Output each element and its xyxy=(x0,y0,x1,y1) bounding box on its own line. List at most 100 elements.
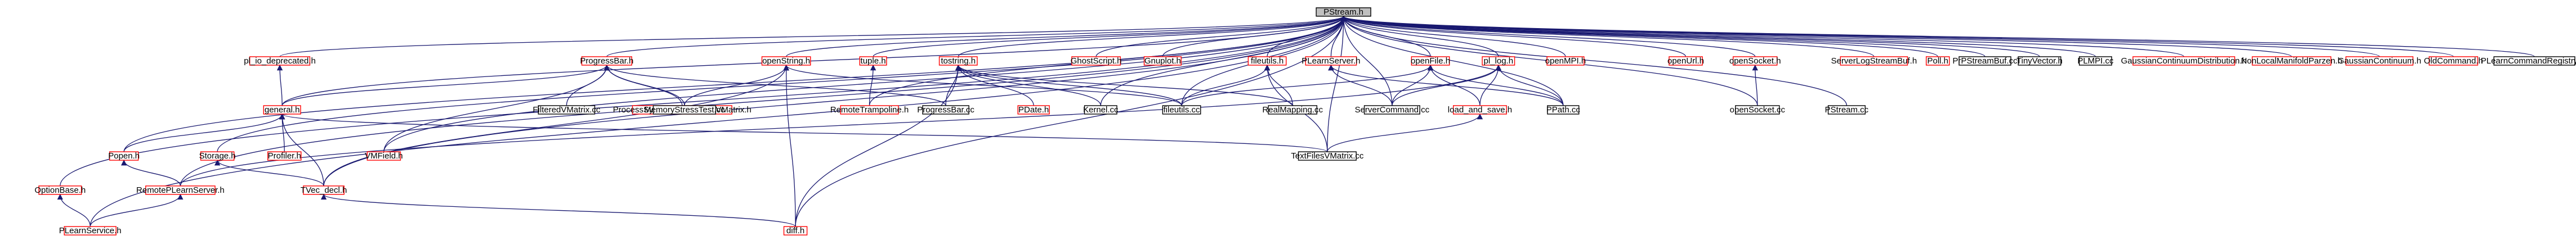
edge-GhostScript_h-to-root xyxy=(1095,15,1347,57)
node-filteredvmatrix-cc[interactable]: FilteredVMatrix.cc xyxy=(533,105,601,115)
node-label: Profiler.h xyxy=(268,151,301,161)
node-box xyxy=(1017,105,1050,115)
node-plmpi-cc[interactable]: PLMPI.cc xyxy=(2077,56,2114,66)
node-load-and-save-h[interactable]: load_and_save.h xyxy=(1448,105,1512,115)
node-box xyxy=(840,105,899,115)
node-label: Storage.h xyxy=(199,151,236,161)
node-box xyxy=(263,105,301,115)
edge-ServerLogStreamBuf_h-to-root xyxy=(1340,15,1875,57)
node-ppath-cc[interactable]: PPath.cc xyxy=(1546,105,1581,115)
node-pl-io-deprecated[interactable]: pl_io_deprecated.h xyxy=(244,56,316,66)
node-gaussiancontinuum-h[interactable]: GaussianContinuum.h xyxy=(2338,56,2421,66)
node-diff-h[interactable]: diff.h xyxy=(783,226,808,236)
edge-PPath_cc-to-root xyxy=(1340,15,1564,106)
node-box xyxy=(1958,56,2011,66)
node-label: RemoteTrampoline.h xyxy=(830,105,909,115)
node-prpstreambuf-cc[interactable]: PrPStreamBuf.cc xyxy=(1953,56,2018,66)
node-popen-h[interactable]: Popen.h xyxy=(108,151,140,161)
edge-PLearnService_h-to-RemotePLearnServer_h xyxy=(90,193,184,227)
edge-PStream_cc-to-root xyxy=(1340,15,1848,106)
node-pl-log-h[interactable]: pl_log.h xyxy=(1482,56,1515,66)
node-pstream-cc[interactable]: PStream.cc xyxy=(1825,105,1869,115)
edge-openMPI_h-to-root xyxy=(1340,15,1566,57)
node-box xyxy=(1316,7,1371,17)
edge-openSocket_h-to-root xyxy=(1340,15,1756,57)
edge-diff_h-to-tostring_h xyxy=(795,64,961,227)
node-servercommand-cc[interactable]: ServerCommand.cc xyxy=(1355,105,1430,115)
node-progressbar-cc[interactable]: ProgressBar.cc xyxy=(917,105,974,115)
node-box xyxy=(2429,56,2479,66)
node-serverlogstreambuf-h[interactable]: ServerLogStreamBuf.h xyxy=(1831,56,1917,66)
node-label: TVec_decl.h xyxy=(301,185,347,195)
edge-load_and_save_h-to-openFile_h xyxy=(1427,64,1481,106)
edge-RemoteTrampoline_h-to-tuple_h xyxy=(869,64,876,106)
node-box xyxy=(2132,56,2235,66)
node-tuple-h[interactable]: tuple.h xyxy=(859,56,887,66)
node-tostring-h[interactable]: tostring.h xyxy=(938,56,978,66)
node-optionbase-h[interactable]: OptionBase.h xyxy=(34,185,86,195)
node-label: OptionBase.h xyxy=(34,185,86,195)
node-vmfield-h[interactable]: VMField.h xyxy=(365,151,403,161)
node-textfilesvmatrix-cc[interactable]: TextFilesVMatrix.cc xyxy=(1291,151,1364,161)
edge-fileutils_cc-to-openString_h xyxy=(783,64,1182,106)
node-memorystresstest-cc[interactable]: MemoryStressTest.cc xyxy=(644,105,725,115)
edge-GaussianContinuumDistribution_h-to-root xyxy=(1340,15,2184,57)
node-box xyxy=(2252,56,2332,66)
node-box xyxy=(1071,56,1121,66)
edge-PPath_cc-to-pl_log_h xyxy=(1495,64,1564,106)
node-box xyxy=(761,56,811,66)
node-kernel-cc[interactable]: Kernel.cc xyxy=(1083,105,1119,115)
node-label: diff.h xyxy=(786,226,804,236)
node-box xyxy=(922,105,969,115)
node-opensocket-h[interactable]: openSocket.h xyxy=(1729,56,1781,66)
node-plearnserver-h[interactable]: PLearnServer.h xyxy=(1302,56,1360,66)
node-tinyvector-h[interactable]: TinyVector.h xyxy=(2016,56,2063,66)
node-nonlocalmanifoldparzen-h[interactable]: NonLocalManifoldParzen.h xyxy=(2241,56,2342,66)
node-box xyxy=(652,105,717,115)
node-box xyxy=(366,151,401,161)
node-poll-h[interactable]: Poll.h xyxy=(1926,56,1950,66)
node-fileutils-cc[interactable]: fileutils.cc xyxy=(1162,105,1201,115)
node-fileutils-h[interactable]: fileutils.h xyxy=(1247,56,1287,66)
node-storage-h[interactable]: Storage.h xyxy=(199,151,236,161)
node-box xyxy=(1305,56,1357,66)
edge-diff_h-to-root xyxy=(795,15,1347,227)
node-label: PStream.h xyxy=(1323,7,1363,17)
edge-diff_h-to-openString_h xyxy=(783,64,796,227)
node-openstring-h[interactable]: openString.h xyxy=(761,56,811,66)
node-tvec-decl-h[interactable]: TVec_decl.h xyxy=(301,185,347,195)
node-openmpi-h[interactable]: openMPI.h xyxy=(1545,56,1586,66)
node-label: openSocket.h xyxy=(1729,56,1781,66)
node-opensocket-cc[interactable]: openSocket.cc xyxy=(1730,105,1786,115)
node-gaussiancontinuumdistribution-h[interactable]: GaussianContinuumDistribution.h xyxy=(2121,56,2247,66)
node-openurl-h[interactable]: openUrl.h xyxy=(1667,56,1704,66)
node-label: PLearnServer.h xyxy=(1302,56,1360,66)
node-root[interactable]: PStream.h xyxy=(1316,7,1371,17)
edge-pl_io_deprecated-to-root xyxy=(279,15,1347,57)
node-label: openSocket.cc xyxy=(1730,105,1786,115)
edge-PPath_cc-to-openFile_h xyxy=(1427,64,1564,106)
node-remoteplearnserver-h[interactable]: RemotePLearnServer.h xyxy=(136,185,225,195)
edge-openUrl_h-to-root xyxy=(1340,15,1687,57)
node-box xyxy=(1363,105,1420,115)
node-label: Poll.h xyxy=(1927,56,1949,66)
node-box xyxy=(1084,105,1117,115)
node-box xyxy=(2078,56,2112,66)
node-gnuplot-h[interactable]: Gnuplot.h xyxy=(1143,56,1182,66)
node-openfile-h[interactable]: openFile.h xyxy=(1411,56,1450,66)
node-label: fileutils.cc xyxy=(1164,105,1201,115)
node-ghostscript-h[interactable]: GhostScript.h xyxy=(1071,56,1122,66)
edge-fileutils_cc-to-tostring_h xyxy=(955,64,1182,106)
node-realmapping-cc[interactable]: RealMapping.cc xyxy=(1262,105,1323,115)
node-box xyxy=(1268,105,1318,115)
node-remotetrampoline-h[interactable]: RemoteTrampoline.h xyxy=(830,105,909,115)
node-box xyxy=(581,56,632,66)
node-progressbar-h[interactable]: ProgressBar.h xyxy=(580,56,633,66)
node-oldcommand-h[interactable]: OldCommand.h xyxy=(2424,56,2483,66)
node-general-h[interactable]: general.h xyxy=(263,105,301,115)
node-label: OldCommand.h xyxy=(2424,56,2483,66)
node-plearncommandregistry-cc[interactable]: PLearnCommandRegistry.cc xyxy=(2481,56,2576,66)
node-profiler-h[interactable]: Profiler.h xyxy=(267,151,302,161)
node-pdate-h[interactable]: PDate.h xyxy=(1017,105,1050,115)
node-plearnservice-h[interactable]: PLearnService.h xyxy=(59,226,122,236)
